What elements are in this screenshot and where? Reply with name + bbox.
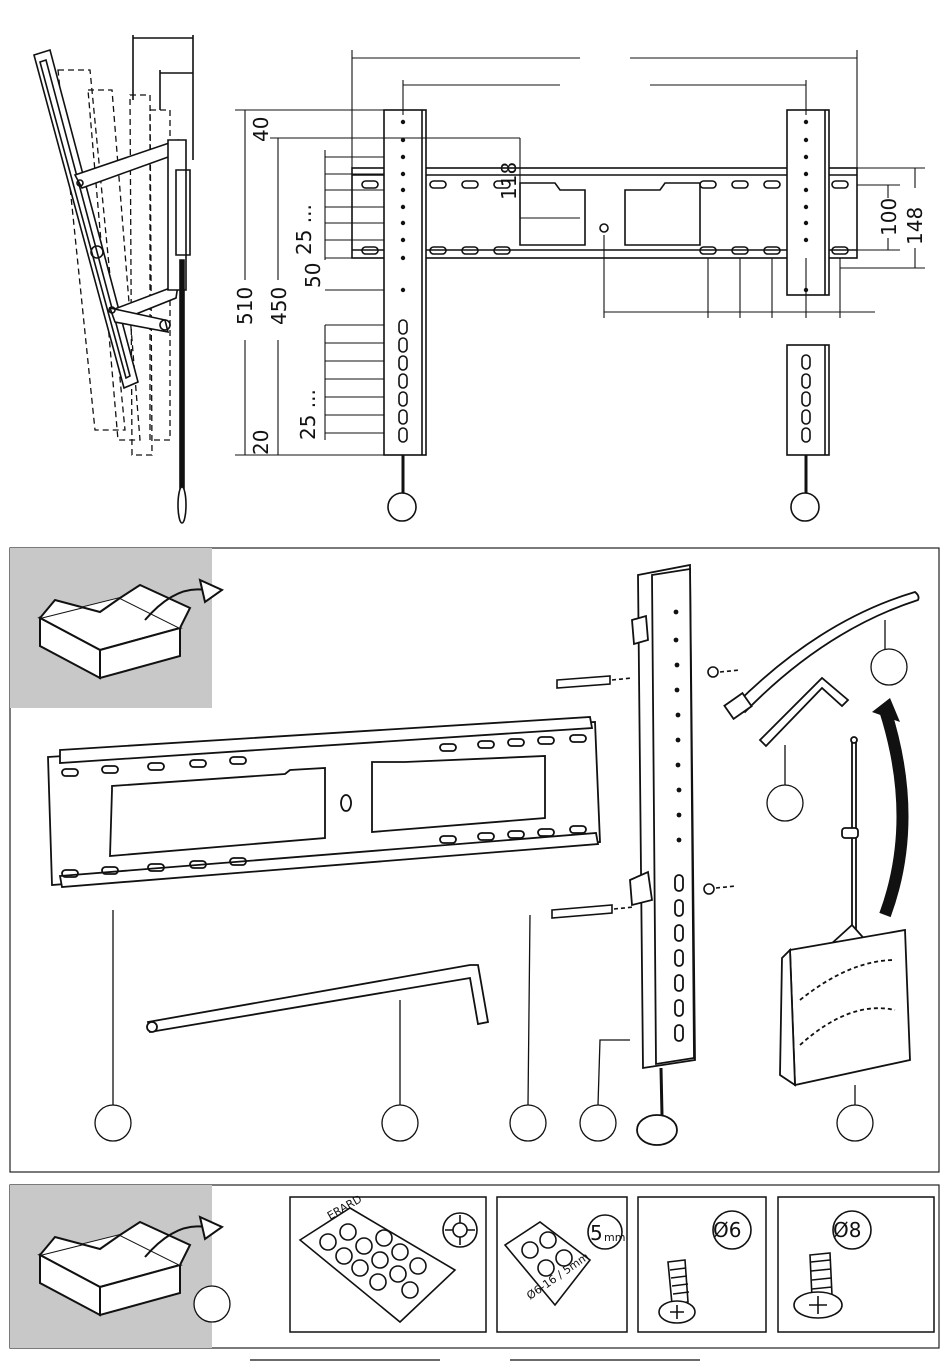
dim-50: 50 xyxy=(301,263,325,288)
part-callout-7 xyxy=(837,1105,873,1141)
parts-panel xyxy=(10,548,939,1172)
allen-key-small xyxy=(760,678,848,746)
part-callout-5 xyxy=(871,649,907,685)
dim-100: 100 xyxy=(877,198,901,236)
side-view-tilt xyxy=(34,35,193,523)
dim-148: 148 xyxy=(903,207,927,245)
part-callout-3 xyxy=(510,1105,546,1141)
size-5mm-value: 5 xyxy=(590,1221,603,1245)
dim-20: 20 xyxy=(249,430,273,455)
size-5mm-unit: mm xyxy=(604,1231,625,1244)
wall-plate-part xyxy=(48,717,600,887)
part-callout-6 xyxy=(767,785,803,821)
screw-pack-large xyxy=(300,1208,477,1322)
hardware-panel: ERARD 5 mm Ø6-16 / 5mm Ø6 xyxy=(10,1185,939,1360)
dim-450: 450 xyxy=(267,287,291,325)
front-view xyxy=(235,50,925,521)
dim-40: 40 xyxy=(249,117,273,142)
vertical-arm-part xyxy=(630,565,695,1145)
part-callout-2 xyxy=(382,1105,418,1141)
dim-25-lower: 25 ... xyxy=(296,389,320,440)
allen-key-large xyxy=(147,965,488,1032)
part-callout-4 xyxy=(580,1105,616,1141)
dim-118: 118 xyxy=(497,162,521,200)
dim-25-upper: 25 ... xyxy=(292,204,316,255)
screw-pack-small xyxy=(505,1215,622,1305)
dim-510: 510 xyxy=(233,287,257,325)
diameter-8-label: Ø8 xyxy=(833,1218,861,1242)
hardware-callout xyxy=(194,1286,230,1322)
diameter-6-label: Ø6 xyxy=(713,1218,741,1242)
part-callout-1 xyxy=(95,1105,131,1141)
